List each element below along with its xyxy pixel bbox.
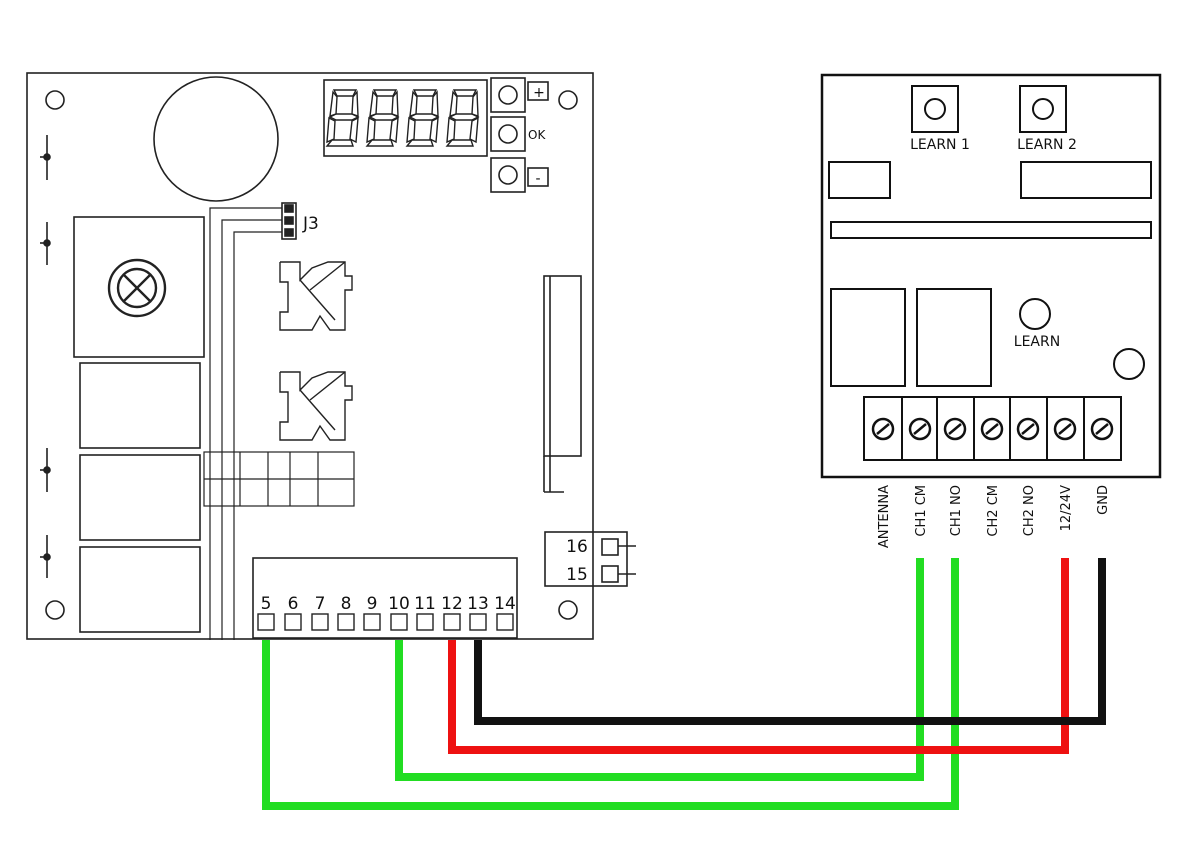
learn2-button[interactable]	[1019, 85, 1067, 133]
receiver-led	[1113, 348, 1145, 380]
wire-10-to-ch1-cm	[395, 558, 924, 781]
side-terminal-15: 15	[566, 565, 588, 585]
controller-terminal-14	[496, 613, 514, 631]
controller-outline	[26, 72, 594, 640]
receiver-terminal-label: ANTENNA	[877, 485, 892, 548]
ok-label: OK	[528, 128, 546, 142]
receiver-screw	[908, 417, 932, 441]
receiver-module	[820, 73, 1162, 479]
jumper-label: J3	[302, 214, 319, 234]
seven-segment-display	[323, 79, 488, 157]
controller-terminal-label: 6	[288, 594, 299, 614]
seven-segment-digit	[405, 89, 440, 147]
minus-label-box	[527, 167, 549, 187]
receiver-terminal-label: CH1 CM	[914, 485, 929, 537]
receiver-chip	[828, 161, 891, 199]
connector-block	[203, 451, 355, 507]
controller-terminal-8	[337, 613, 355, 631]
receiver-relay	[830, 288, 906, 387]
ok-button[interactable]	[490, 116, 526, 152]
triac-lower	[279, 371, 353, 441]
mount-hole	[558, 90, 578, 110]
minus-label: -	[535, 171, 540, 187]
receiver-terminal-label: GND	[1096, 485, 1111, 515]
relay-block	[79, 454, 201, 541]
wire-5-to-ch1-no	[262, 558, 959, 810]
seven-segment-digit	[445, 89, 480, 147]
plus-button[interactable]	[490, 77, 526, 113]
receiver-terminal-label: CH2 NO	[1022, 485, 1037, 536]
terminal-housing	[252, 557, 518, 639]
receiver-screw	[1053, 417, 1077, 441]
receiver-screw	[1090, 417, 1114, 441]
wire-13-to-gnd	[474, 558, 1106, 725]
j3-traces	[209, 207, 282, 640]
receiver-relay	[916, 288, 992, 387]
controller-terminal-12	[443, 613, 461, 631]
receiver-screw	[980, 417, 1004, 441]
minus-button[interactable]	[490, 157, 526, 193]
seven-segment-digit	[325, 89, 360, 147]
side-terminal-16: 16	[566, 537, 588, 557]
receiver-outline	[820, 73, 1162, 479]
jumper-j3	[281, 202, 297, 240]
receiver-screw	[943, 417, 967, 441]
controller-terminal-7	[311, 613, 329, 631]
controller-terminal-label: 7	[315, 594, 326, 614]
potentiometer-housing	[73, 216, 205, 358]
controller-terminal-label: 14	[494, 594, 516, 614]
controller-terminal-label: 11	[414, 594, 436, 614]
controller-terminal-11	[416, 613, 434, 631]
wires	[262, 558, 1106, 810]
controller-board	[26, 72, 636, 640]
receiver-terminal-label: CH2 CM	[986, 485, 1001, 537]
receiver-terminal-labels: ANTENNA CH1 CM CH1 NO CH2 CM CH2 NO 12/24V GND	[877, 485, 1111, 548]
capacitor	[153, 76, 279, 202]
vertical-connector	[543, 275, 582, 457]
controller-terminal-label: 13	[467, 594, 489, 614]
triac-upper	[279, 261, 353, 331]
controller-terminal-13	[469, 613, 487, 631]
potentiometer-knob	[107, 258, 167, 318]
controller-terminal-label: 8	[341, 594, 352, 614]
learn1-button[interactable]	[911, 85, 959, 133]
learn-label: LEARN	[1014, 334, 1060, 350]
mount-hole	[45, 90, 65, 110]
receiver-terminal-strip	[863, 396, 1122, 461]
relay-block	[79, 546, 201, 633]
mount-hole	[558, 600, 578, 620]
controller-terminal-label: 9	[367, 594, 378, 614]
controller-terminal-6	[284, 613, 302, 631]
wire-12-to-12-24v	[448, 558, 1069, 754]
controller-terminal-9	[363, 613, 381, 631]
controller-terminal-5	[257, 613, 275, 631]
mount-hole	[45, 600, 65, 620]
relay-block	[79, 362, 201, 449]
plus-label: +	[533, 85, 545, 101]
learn1-label: LEARN 1	[910, 137, 970, 153]
receiver-terminal-label: 12/24V	[1059, 485, 1074, 531]
seven-segment-digit	[365, 89, 400, 147]
controller-terminal-10	[390, 613, 408, 631]
learn2-label: LEARN 2	[1017, 137, 1077, 153]
controller-terminal-label: 10	[388, 594, 410, 614]
controller-terminal-label: 5	[261, 594, 272, 614]
receiver-strip	[830, 221, 1152, 239]
receiver-chip	[1020, 161, 1152, 199]
plus-label-box	[527, 81, 549, 101]
receiver-screw	[871, 417, 895, 441]
learn-button[interactable]	[1019, 298, 1051, 330]
seven-segment-digits	[325, 89, 480, 147]
receiver-screws	[871, 397, 1114, 460]
side-terminal-block	[544, 531, 628, 587]
left-edge-pins	[40, 135, 51, 578]
receiver-screw	[1016, 417, 1040, 441]
receiver-terminal-label: CH1 NO	[949, 485, 964, 536]
controller-terminal-label: 12	[441, 594, 463, 614]
